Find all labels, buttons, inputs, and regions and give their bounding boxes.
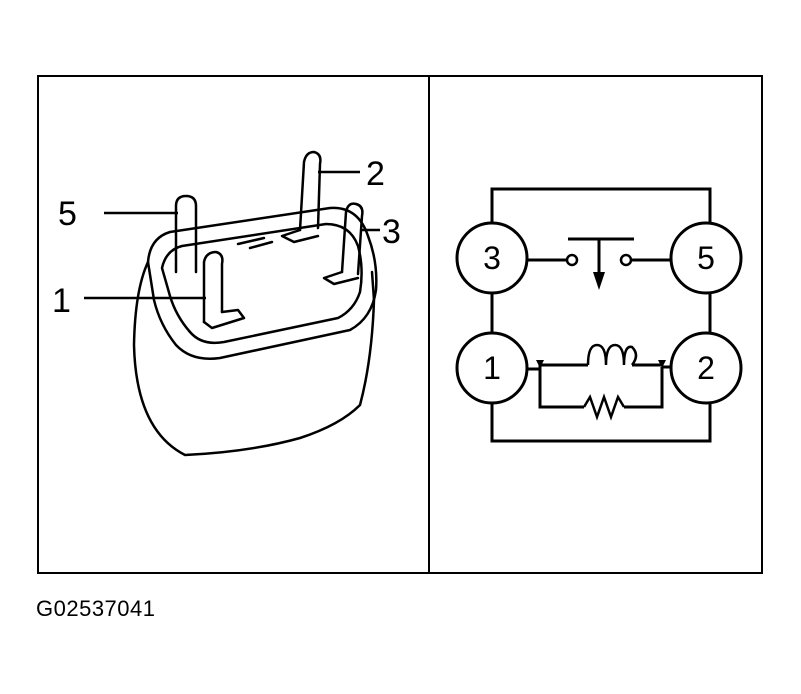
terminal-3 <box>455 221 529 295</box>
figure-frame <box>37 75 763 574</box>
socket-slot-left <box>236 236 266 246</box>
terminal-1 <box>455 331 529 405</box>
pin-1 <box>202 250 224 324</box>
network-right-rail <box>624 367 664 409</box>
relay-rim-outer <box>146 206 378 360</box>
switch-contact-left <box>565 253 579 267</box>
wire-bottom <box>490 400 712 443</box>
wire-top <box>490 187 712 224</box>
terminal-label-5: 5 <box>697 240 715 276</box>
pin-label-5: 5 <box>58 195 77 233</box>
terminal-2 <box>669 331 743 405</box>
pin-2 <box>298 150 322 232</box>
relay-rim-inner <box>160 222 363 345</box>
switch-contact-right <box>619 253 633 267</box>
switch-arrowhead <box>593 272 605 290</box>
terminal-label-3: 3 <box>483 240 501 276</box>
figure-code: G02537041 <box>36 596 156 621</box>
pin-label-1: 1 <box>52 282 71 320</box>
pin-label-2: 2 <box>366 155 385 193</box>
terminal-label-2: 2 <box>697 350 715 386</box>
pin-label-3: 3 <box>382 213 401 251</box>
pin-5 <box>174 194 198 274</box>
leader-lines <box>84 170 380 300</box>
terminal-label-1: 1 <box>483 350 501 386</box>
coil-symbol <box>586 343 638 366</box>
relay-body <box>132 260 376 457</box>
resistor-symbol <box>582 393 626 421</box>
pin-3 <box>340 202 364 276</box>
relay-schematic <box>455 187 743 443</box>
coil-arrow-right <box>658 360 666 368</box>
terminal-5 <box>669 221 743 295</box>
network-left-rail <box>538 365 584 409</box>
socket-slot-right <box>248 240 274 250</box>
coil-arrow-left <box>536 360 544 368</box>
relay-illustration <box>132 150 378 457</box>
